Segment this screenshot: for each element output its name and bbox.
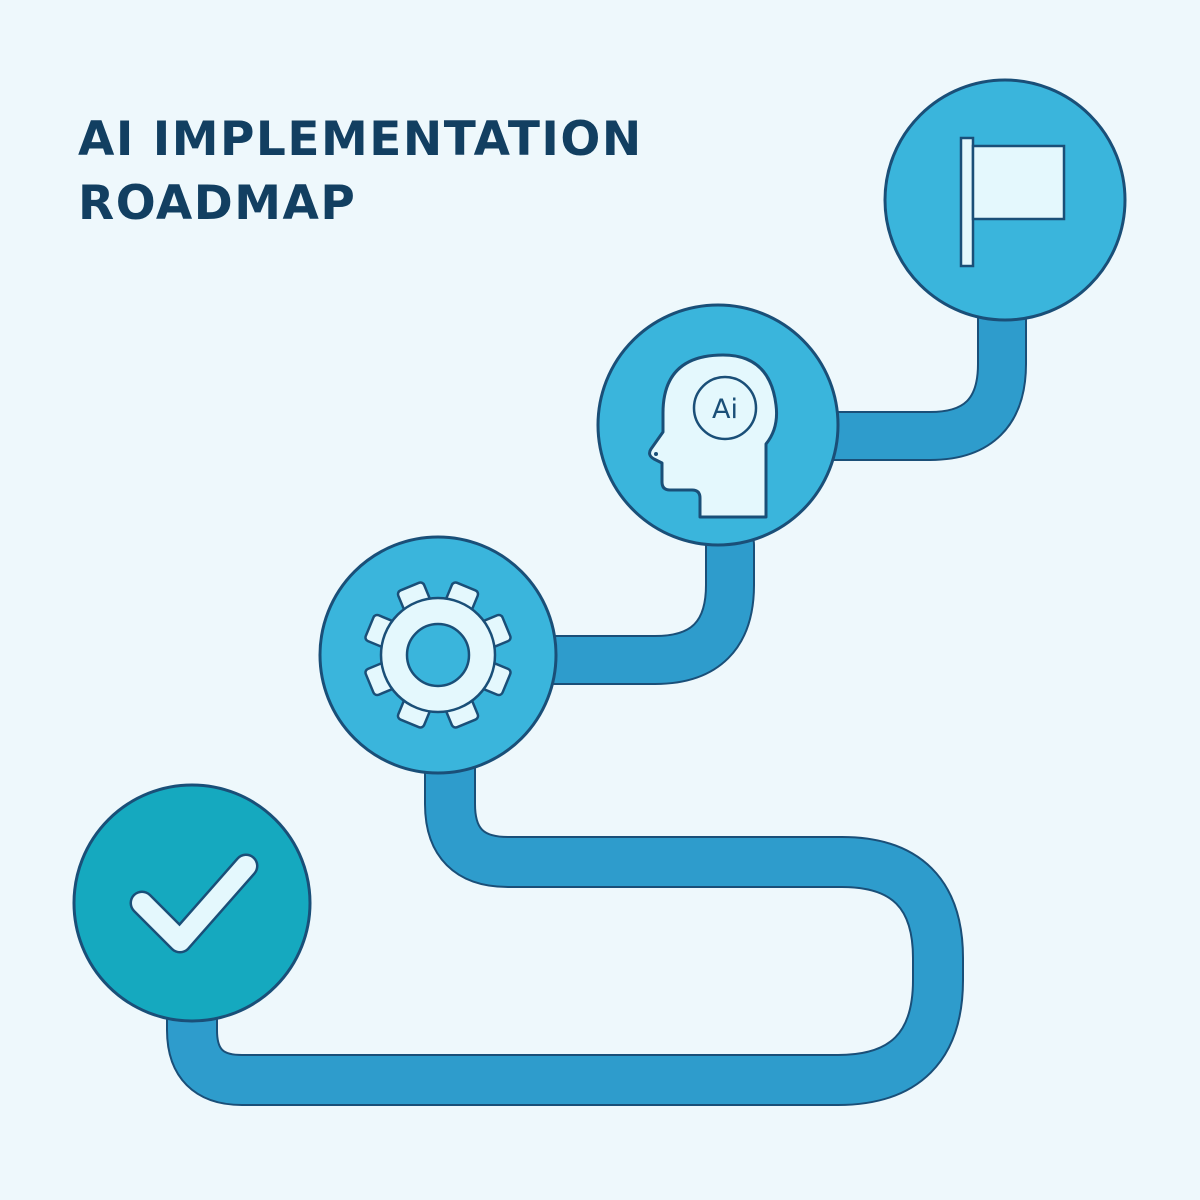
milestone-goal: [883, 78, 1127, 322]
page-title: AI IMPLEMENTATION ROADMAP: [78, 108, 643, 236]
roadmap-path: [166, 293, 1027, 1106]
flag-icon: [959, 136, 1066, 268]
milestone-setup: [318, 535, 558, 775]
ai-badge-label: Ai: [712, 394, 738, 425]
title-line-1: AI IMPLEMENTATION: [78, 112, 643, 167]
milestone-start: [72, 783, 312, 1023]
ai-head-icon: Ai: [648, 353, 778, 519]
milestone-ai: Ai: [596, 303, 840, 547]
title-line-2: ROADMAP: [78, 176, 357, 231]
check-icon: [129, 853, 259, 954]
